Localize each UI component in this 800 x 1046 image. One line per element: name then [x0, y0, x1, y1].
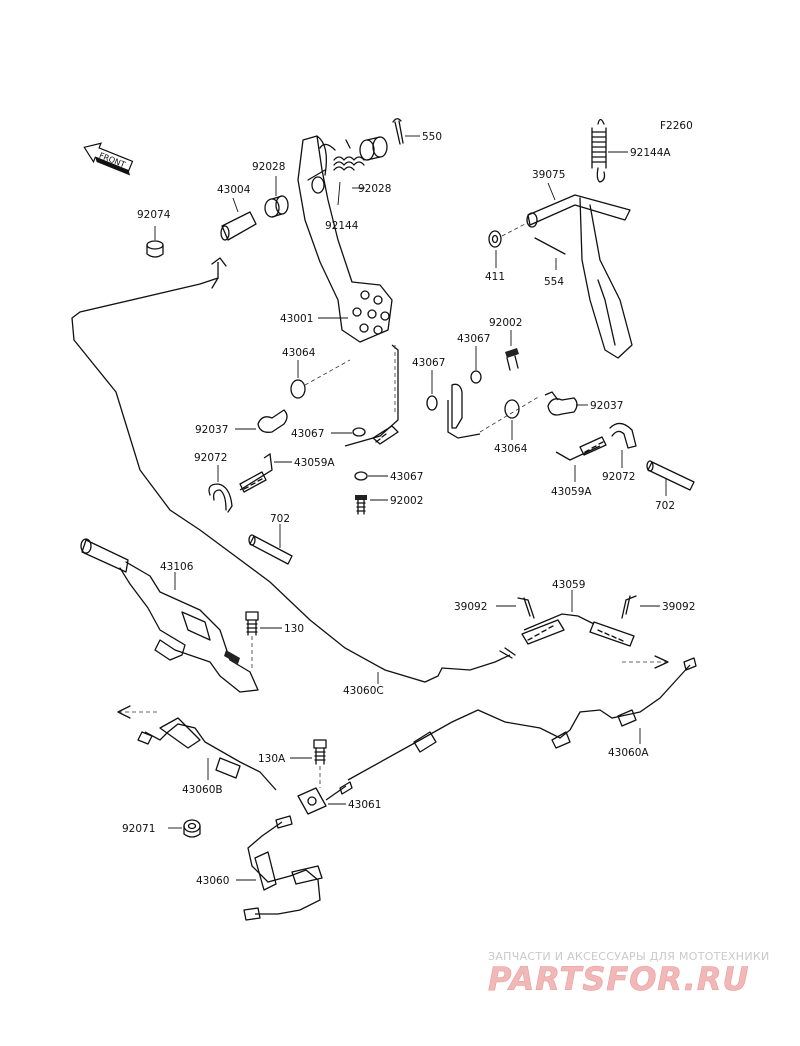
- part-92072-clip-left: [208, 465, 233, 513]
- arrow-43059-icon: [654, 655, 669, 669]
- part-43067-washer-right-a: [426, 370, 438, 411]
- label-92028-left: 92028: [252, 161, 285, 173]
- label-130A: 130A: [258, 753, 286, 765]
- part-43067-washer-left-b: [354, 471, 388, 481]
- part-43060B-cable: [137, 717, 277, 791]
- part-92002-bolt-right: [505, 330, 519, 371]
- label-43059A-left: 43059A: [294, 457, 335, 469]
- part-550-cotter-pin: [392, 118, 420, 145]
- part-554-pin: [534, 237, 566, 270]
- part-39092-clip-right: [621, 595, 660, 619]
- dash-cable-right: [479, 395, 541, 433]
- label-92028-right: 92028: [358, 183, 391, 195]
- part-411-washer: [488, 230, 502, 268]
- part-92002-bolt-left: [355, 495, 388, 515]
- part-43059A-cable-left: [239, 344, 399, 493]
- label-92002-left: 92002: [390, 495, 423, 507]
- dash-411: [501, 223, 526, 237]
- part-43064-grommet-right: [504, 399, 520, 440]
- part-92074-plug: [146, 226, 164, 258]
- label-92071: 92071: [122, 823, 155, 835]
- part-39092-clip-left: [496, 597, 535, 619]
- label-43064-left: 43064: [282, 347, 316, 359]
- label-43067-right-b: 43067: [457, 333, 490, 345]
- label-92072-right: 92072: [602, 471, 635, 483]
- part-92144-spring: [319, 139, 365, 206]
- part-92072-clip-right: [609, 422, 637, 468]
- label-550: 550: [422, 131, 442, 143]
- label-43106: 43106: [160, 561, 194, 573]
- label-43059: 43059: [552, 579, 585, 591]
- label-43064-right: 43064: [494, 443, 528, 455]
- label-43060A: 43060A: [608, 747, 649, 759]
- watermark-tagline: ЗАПЧАСТИ И АКСЕССУАРЫ ДЛЯ МОТОТЕХНИКИ: [488, 950, 770, 963]
- label-43060: 43060: [196, 875, 229, 887]
- label-92037-right: 92037: [590, 400, 623, 412]
- arrow-43060B-icon: [117, 705, 131, 719]
- dash-43064-left: [304, 359, 351, 386]
- label-43004: 43004: [217, 184, 251, 196]
- watermark-logo: PARTSFOR.RU: [488, 962, 749, 998]
- label-39092-right: 39092: [662, 601, 695, 613]
- label-92072-left: 92072: [194, 452, 227, 464]
- part-43004-shaft: [220, 197, 257, 241]
- diagram-code: F2260: [660, 120, 693, 132]
- label-43060B: 43060B: [182, 784, 223, 796]
- label-43001: 43001: [280, 313, 313, 325]
- label-43067-right-a: 43067: [412, 357, 445, 369]
- part-702-pin-right: [646, 460, 695, 496]
- label-43067-left-a: 43067: [291, 428, 324, 440]
- label-43067-left-b: 43067: [390, 471, 423, 483]
- part-92037-clamp-right: [547, 397, 588, 416]
- part-92028-bushing-right: [352, 136, 388, 189]
- part-43060A-rod: [347, 657, 697, 781]
- part-43060-cable: [236, 815, 323, 921]
- label-92074: 92074: [137, 209, 171, 221]
- part-43067-washer-left-a: [331, 427, 366, 437]
- part-92037-clamp-left: [235, 409, 288, 433]
- label-92002-right: 92002: [489, 317, 522, 329]
- label-43059A-right: 43059A: [551, 486, 592, 498]
- part-43106-hand-lever: [80, 538, 259, 693]
- label-39092-left: 39092: [454, 601, 487, 613]
- part-43059-cable: [521, 590, 635, 647]
- part-43001-brake-pedal: [297, 135, 393, 343]
- part-92144A-spring: [591, 118, 628, 183]
- label-92037-left: 92037: [195, 424, 228, 436]
- label-130: 130: [284, 623, 304, 635]
- label-39075: 39075: [532, 169, 565, 181]
- front-arrow-icon: FRONT: [83, 142, 134, 176]
- part-39075-lever: [526, 182, 633, 359]
- part-43060C-long-rod: [71, 257, 516, 684]
- label-702-right: 702: [655, 500, 675, 512]
- part-130-bolt: [245, 611, 282, 636]
- part-130A-bolt: [290, 739, 327, 765]
- label-43060C: 43060C: [343, 685, 384, 697]
- label-702-left: 702: [270, 513, 290, 525]
- part-43061-equalizer: [297, 781, 353, 815]
- label-92144: 92144: [325, 220, 359, 232]
- part-43059A-cable-right: [447, 383, 607, 482]
- part-43067-washer-right-b: [470, 346, 482, 384]
- watermark-logo-text: PARTSFOR.RU: [488, 962, 749, 998]
- label-554: 554: [544, 276, 564, 288]
- part-92071-grommet: [168, 819, 201, 838]
- part-43064-grommet-left: [290, 360, 306, 399]
- label-92144A: 92144A: [630, 147, 671, 159]
- part-702-pin-left: [248, 524, 293, 565]
- label-411: 411: [485, 271, 505, 283]
- part-92028-bushing-left: [264, 176, 289, 218]
- label-43061: 43061: [348, 799, 381, 811]
